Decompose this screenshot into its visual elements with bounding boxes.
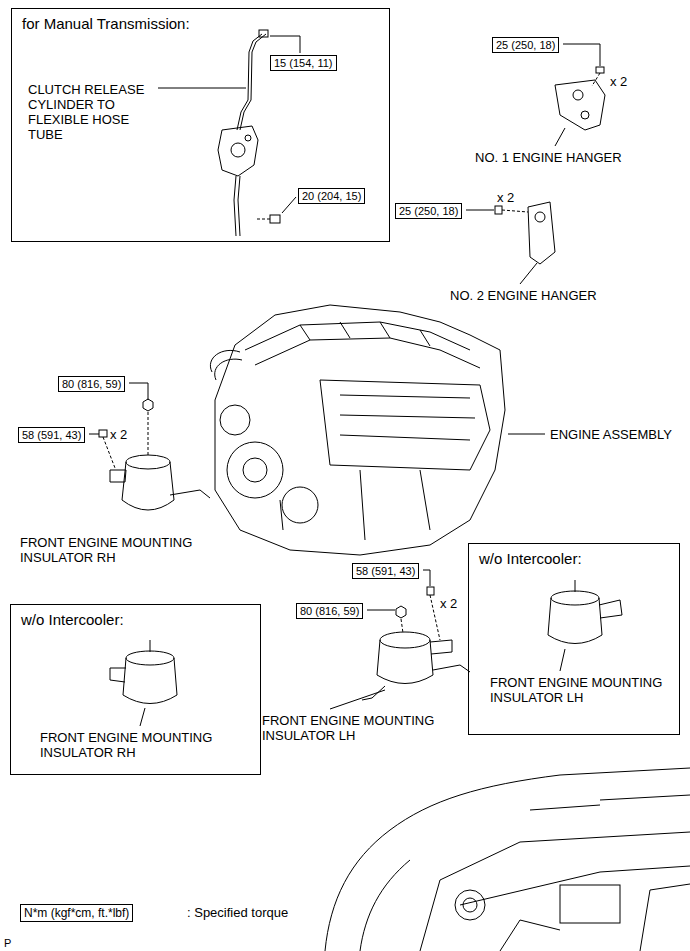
vehicle-front xyxy=(325,768,690,951)
engine-hanger-1 xyxy=(555,67,605,130)
part-label: NO. 1 ENGINE HANGER xyxy=(475,150,622,165)
legend-text: : Specified torque xyxy=(187,905,288,920)
torque-value: N*m (kgf*cm, ft.*lbf) xyxy=(24,905,129,921)
part-label: ENGINE ASSEMBLY xyxy=(550,427,672,442)
torque-value: 15 (154, 11) xyxy=(274,56,333,70)
part-label: FRONT ENGINE MOUNTING INSULATOR LH xyxy=(490,675,675,705)
engine-assembly xyxy=(210,305,505,555)
torque-value: 58 (591, 43) xyxy=(22,428,81,442)
page-mark: P xyxy=(4,936,11,951)
unit-box: N*m (kgf*cm, ft.*lbf) xyxy=(20,904,133,922)
insulator-rh xyxy=(99,399,210,510)
quantity-label: x 2 xyxy=(610,74,627,89)
part-label: NO. 2 ENGINE HANGER xyxy=(450,288,597,303)
quantity-label: x 2 xyxy=(497,190,514,205)
quantity-label: x 2 xyxy=(440,596,457,611)
inset-frame: w/o Intercooler: xyxy=(468,543,680,735)
insulator-lh xyxy=(362,587,470,700)
torque-box: 58 (591, 43) xyxy=(18,427,85,443)
torque-box: 80 (816, 59) xyxy=(58,376,125,392)
torque-box: 58 (591, 43) xyxy=(352,563,419,579)
part-label: FRONT ENGINE MOUNTING INSULATOR RH xyxy=(40,730,230,760)
insulator-rh-alt xyxy=(110,640,177,704)
insulator-lh-alt xyxy=(548,580,622,644)
inset-heading: w/o Intercooler: xyxy=(21,611,124,629)
torque-box: 80 (816, 59) xyxy=(296,603,363,619)
part-label: FRONT ENGINE MOUNTING INSULATOR LH xyxy=(262,713,452,743)
torque-box: 25 (250, 18) xyxy=(492,37,559,53)
torque-value: 80 (816, 59) xyxy=(62,377,121,391)
engine-hanger-2 xyxy=(495,202,555,264)
quantity-label: x 2 xyxy=(110,427,127,442)
inset-heading: w/o Intercooler: xyxy=(479,550,582,568)
torque-value: 80 (816, 59) xyxy=(300,604,359,618)
part-label: CLUTCH RELEASE CYLINDER TO FLEXIBLE HOSE… xyxy=(28,82,153,142)
leader-lines xyxy=(89,36,600,726)
torque-value: 25 (250, 18) xyxy=(496,38,555,52)
torque-box: 20 (204, 15) xyxy=(298,188,365,204)
torque-value: 25 (250, 18) xyxy=(399,204,458,218)
torque-value: 20 (204, 15) xyxy=(302,189,361,203)
inset-heading: for Manual Transmission: xyxy=(22,15,190,33)
torque-box: 25 (250, 18) xyxy=(395,203,462,219)
torque-value: 58 (591, 43) xyxy=(356,564,415,578)
torque-box: 15 (154, 11) xyxy=(270,55,337,71)
part-label: FRONT ENGINE MOUNTING INSULATOR RH xyxy=(20,535,210,565)
